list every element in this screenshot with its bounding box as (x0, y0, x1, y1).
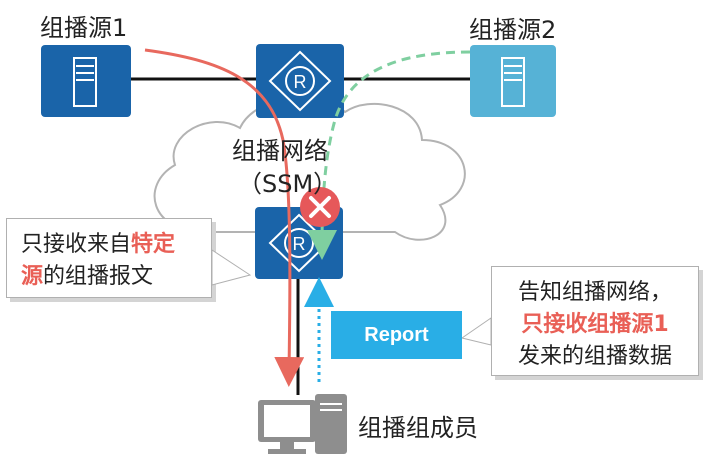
ssm-label: （SSM） (238, 170, 338, 198)
callout-right-pointer (460, 317, 492, 346)
callout-left-text-a: 只接收来自 (21, 232, 132, 257)
network-label: 组播网络 (232, 137, 328, 165)
callout-right-line3: 发来的组播数据 (517, 344, 672, 369)
member-label: 组播组成员 (358, 414, 478, 442)
callout-left-pointer (211, 249, 252, 286)
reject-icon (300, 187, 340, 227)
callout-right: 告知组播网络， 只接收组播源1 发来的组播数据 (491, 266, 699, 376)
source1-label: 组播源1 (40, 14, 128, 42)
callout-right-line2: 只接收组播源1 (521, 312, 669, 337)
callout-left-text-b: 的组播报文 (43, 264, 154, 289)
pc-icon (258, 394, 347, 454)
server-icon (470, 45, 556, 117)
svg-text:R: R (294, 72, 307, 92)
cloud-icon (153, 96, 466, 241)
callout-left-highlight-b: 源 (21, 264, 44, 289)
report-badge: Report (331, 311, 462, 359)
server-icon (41, 45, 131, 117)
callout-left-highlight-a: 特定 (131, 232, 176, 257)
source2-label: 组播源2 (469, 16, 557, 44)
svg-text:R: R (293, 234, 306, 254)
callout-left: 只接收来自特定 源的组播报文 (6, 218, 212, 298)
accepted-flow-path (144, 48, 305, 387)
callout-right-line1: 告知组播网络， (517, 280, 672, 305)
router-icon: R (256, 44, 344, 118)
